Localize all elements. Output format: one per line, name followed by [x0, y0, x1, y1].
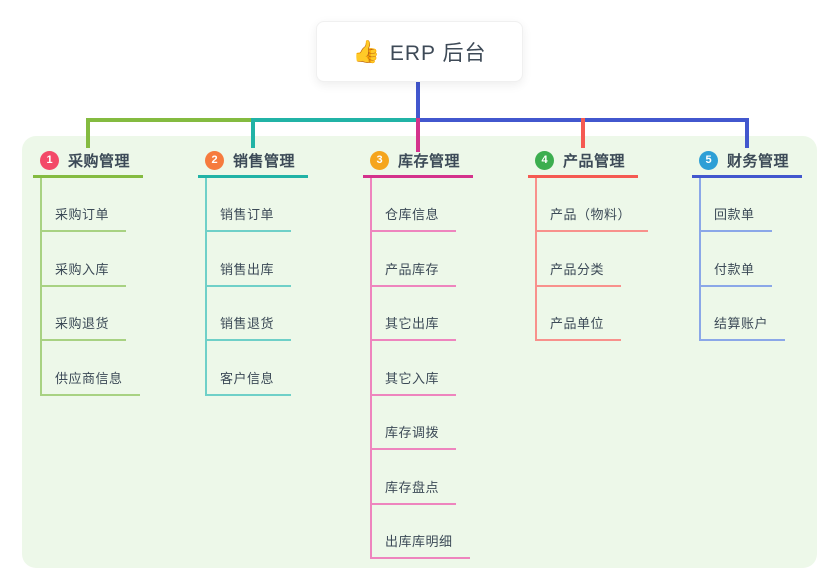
- branch-underline: [363, 175, 473, 178]
- child-label: 仓库信息: [385, 207, 440, 222]
- child-label: 产品单位: [550, 316, 605, 331]
- connector-drop-3: [416, 118, 420, 152]
- child-label: 产品分类: [550, 261, 605, 277]
- child-label: 库存盘点: [385, 479, 440, 495]
- branch-children-line: [535, 178, 537, 341]
- branch-label: 财务管理: [727, 152, 790, 170]
- branch-label: 产品管理: [563, 152, 626, 170]
- branch-label: 库存管理: [398, 152, 461, 170]
- branch-underline: [198, 175, 308, 178]
- child-label: 出库库明细: [385, 534, 453, 549]
- child-label: 供应商信息: [55, 370, 123, 386]
- thumbs-up-icon: 👍: [352, 38, 380, 64]
- branch-child-item[interactable]: 采购入库: [40, 258, 127, 287]
- branch-title[interactable]: 3 库存管理: [370, 149, 460, 171]
- child-label: 其它出库: [385, 316, 440, 331]
- connector-drop-2: [251, 118, 255, 148]
- branch-child-item[interactable]: 仓库信息: [370, 203, 457, 232]
- branch-number-badge: 2: [205, 150, 224, 170]
- branch-child-item[interactable]: 供应商信息: [40, 367, 140, 396]
- child-label: 结算账户: [714, 316, 769, 331]
- branch-title[interactable]: 4 产品管理: [535, 149, 625, 171]
- child-label: 销售订单: [220, 207, 275, 222]
- root-label: ERP 后台: [389, 41, 487, 65]
- branch-underline: [33, 175, 143, 178]
- branch-children-line: [40, 178, 42, 396]
- child-label: 库存调拨: [385, 425, 440, 440]
- branch-child-item[interactable]: 产品库存: [370, 258, 457, 287]
- branch-underline: [692, 175, 802, 178]
- branch-child-item[interactable]: 出库库明细: [370, 530, 470, 559]
- branch-number-badge: 5: [699, 150, 718, 170]
- connector-root-stem: [416, 82, 420, 122]
- child-label: 付款单: [714, 261, 755, 277]
- branch-number-badge: 1: [40, 150, 59, 170]
- branch-child-item[interactable]: 产品分类: [535, 258, 622, 287]
- branch-children-line: [370, 178, 372, 559]
- branch-title[interactable]: 1 采购管理: [40, 149, 130, 171]
- child-label: 采购退货: [55, 316, 110, 331]
- branch-child-item[interactable]: 销售出库: [205, 258, 292, 287]
- branch-child-item[interactable]: 客户信息: [205, 367, 292, 396]
- branch-child-item[interactable]: 结算账户: [699, 312, 786, 341]
- branch-child-item[interactable]: 产品单位: [535, 312, 622, 341]
- branch-number-badge: 4: [535, 150, 554, 170]
- child-label: 产品（物料）: [550, 207, 632, 222]
- branch-child-item[interactable]: 销售退货: [205, 312, 292, 341]
- branch-child-item[interactable]: 其它出库: [370, 312, 457, 341]
- child-label: 产品库存: [385, 261, 440, 277]
- child-label: 回款单: [714, 207, 755, 222]
- child-label: 销售出库: [220, 261, 275, 277]
- child-label: 客户信息: [220, 370, 275, 386]
- content-panel: [22, 136, 817, 568]
- child-label: 采购入库: [55, 261, 110, 277]
- child-label: 其它入库: [385, 370, 440, 386]
- branch-label: 采购管理: [68, 152, 131, 170]
- child-label: 销售退货: [220, 316, 275, 331]
- connector-bus-center: [251, 118, 420, 122]
- connector-drop-4: [581, 118, 585, 148]
- branch-children-line: [699, 178, 701, 341]
- branch-child-item[interactable]: 库存盘点: [370, 476, 457, 505]
- child-label: 采购订单: [55, 207, 110, 222]
- root-node[interactable]: 👍 ERP 后台: [316, 21, 523, 82]
- branch-child-item[interactable]: 库存调拨: [370, 421, 457, 450]
- connector-drop-1: [86, 118, 90, 148]
- branch-child-item[interactable]: 产品（物料）: [535, 203, 649, 232]
- branch-underline: [528, 175, 638, 178]
- connector-bus-left: [86, 118, 255, 122]
- branch-title[interactable]: 5 财务管理: [699, 149, 789, 171]
- branch-title[interactable]: 2 销售管理: [205, 149, 295, 171]
- branch-child-item[interactable]: 付款单: [699, 258, 772, 287]
- branch-child-item[interactable]: 回款单: [699, 203, 772, 232]
- branch-child-item[interactable]: 采购退货: [40, 312, 127, 341]
- branch-child-item[interactable]: 其它入库: [370, 367, 457, 396]
- branch-label: 销售管理: [233, 152, 296, 170]
- connector-drop-5: [745, 118, 749, 148]
- branch-child-item[interactable]: 采购订单: [40, 203, 127, 232]
- branch-children-line: [205, 178, 207, 396]
- branch-number-badge: 3: [370, 150, 389, 170]
- branch-child-item[interactable]: 销售订单: [205, 203, 292, 232]
